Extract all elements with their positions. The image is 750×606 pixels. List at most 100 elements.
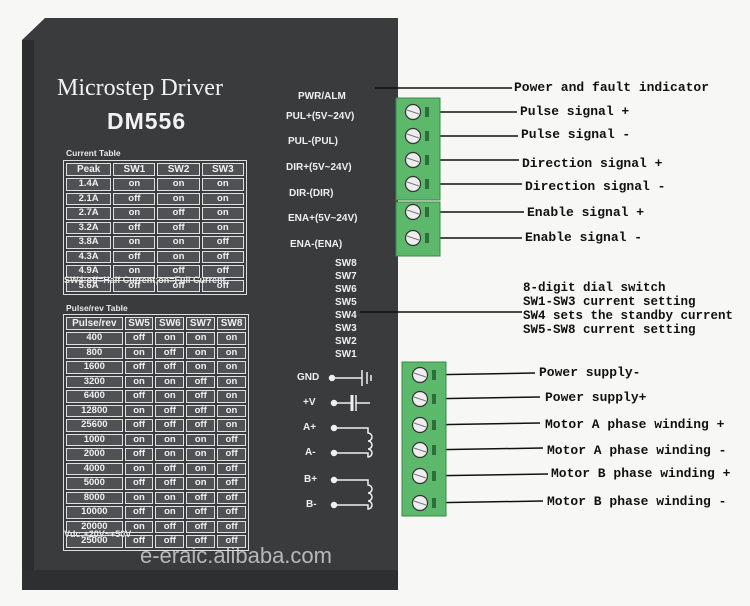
table-cell: on [217, 375, 246, 388]
table-cell: off [155, 346, 185, 359]
table-cell: off [155, 477, 185, 490]
table-cell: off [217, 520, 246, 533]
table-cell: off [186, 419, 216, 432]
table-cell: off [201, 265, 244, 278]
table-cell: off [186, 506, 216, 519]
table-cell: on [124, 491, 154, 504]
table-cell: on [157, 192, 200, 205]
table-cell: on [186, 448, 216, 461]
table-cell: on [124, 346, 154, 359]
switch-label: SW8 [335, 258, 357, 269]
table-cell: 1600 [66, 361, 123, 374]
table-cell: on [186, 462, 216, 475]
driver-side-edge [22, 40, 34, 590]
table-cell: 2.1A [66, 192, 112, 205]
table-cell: off [157, 207, 200, 220]
table-cell: off [155, 462, 185, 475]
product-title: Microstep Driver [57, 75, 223, 101]
dial-switch-note: SW5-SW8 current setting [523, 323, 696, 337]
table-cell: on [155, 390, 185, 403]
table-cell: 6400 [66, 390, 123, 403]
table-cell: 10000 [66, 506, 123, 519]
table-cell: 4000 [66, 462, 123, 475]
table-cell: on [124, 375, 154, 388]
table-cell: off [157, 279, 200, 292]
power-pin-label: B- [306, 499, 317, 510]
sw4-note: SW4:off=Half Current;on=Full Current [64, 275, 226, 285]
table-cell: off [155, 404, 185, 417]
table-cell: off [201, 236, 244, 249]
table-cell: on [186, 477, 216, 490]
column-header: SW6 [155, 317, 185, 330]
table-cell: off [201, 250, 244, 263]
table-cell: on [113, 236, 156, 249]
table-cell: on [186, 361, 216, 374]
table-cell: off [155, 535, 185, 548]
terminal-block [401, 361, 447, 517]
table-cell: on [155, 433, 185, 446]
table-cell: on [186, 332, 216, 345]
driver-bottom-edge [22, 570, 398, 590]
switch-label: SW5 [335, 297, 357, 308]
table-cell: off [124, 448, 154, 461]
table-cell: 5.6A [66, 279, 112, 292]
table-cell: on [217, 346, 246, 359]
pin-label: ENA-(ENA) [290, 239, 343, 250]
table-cell: 8000 [66, 491, 123, 504]
table-cell: on [217, 361, 246, 374]
table-cell: 400 [66, 332, 123, 345]
table-cell: off [217, 477, 246, 490]
table-cell: off [113, 221, 156, 234]
table-cell: on [113, 265, 156, 278]
table-cell: off [201, 279, 244, 292]
table-cell: off [155, 520, 185, 533]
table-cell: on [155, 506, 185, 519]
table-cell: on [124, 520, 154, 533]
watermark: e-eraic.alibaba.com [140, 543, 332, 568]
switch-label: SW2 [335, 336, 357, 347]
annotation-label: Motor B phase winding + [551, 466, 731, 481]
annotation-label: Pulse signal - [521, 127, 631, 142]
table-cell: on [155, 491, 185, 504]
table-cell: 3.8A [66, 236, 112, 249]
table-cell: 5000 [66, 477, 123, 490]
switch-label: SW4 [335, 310, 357, 321]
table-cell: on [157, 178, 200, 191]
table-cell: off [113, 192, 156, 205]
table-cell: on [201, 178, 244, 191]
annotation-label: Motor A phase winding + [545, 417, 725, 432]
table-cell: on [186, 346, 216, 359]
table-cell: off [186, 535, 216, 548]
pin-label: PWR/ALM [298, 91, 346, 102]
table-cell: 4.9A [66, 265, 112, 278]
table-cell: 3.2A [66, 221, 112, 234]
table-cell: on [124, 433, 154, 446]
switch-label: SW3 [335, 323, 357, 334]
pin-label: ENA+(5V~24V) [288, 213, 358, 224]
table-cell: off [217, 433, 246, 446]
table-cell: on [201, 207, 244, 220]
table-cell: off [186, 404, 216, 417]
table-cell: 25000 [66, 535, 123, 548]
table-cell: off [155, 361, 185, 374]
pin-label: PUL-(PUL) [288, 136, 338, 147]
wiring-symbols [328, 370, 373, 510]
switch-label: SW7 [335, 271, 357, 282]
table-cell: off [217, 448, 246, 461]
column-header: SW2 [157, 163, 200, 176]
